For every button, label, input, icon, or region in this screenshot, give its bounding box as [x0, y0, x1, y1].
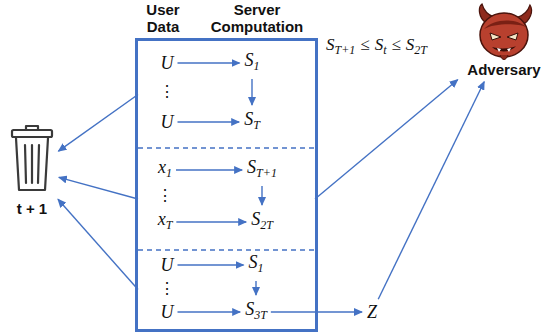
subscript: 3T: [254, 308, 267, 322]
trash-part: [38, 145, 39, 183]
trash-part: [16, 138, 48, 190]
time-label: t + 1: [8, 200, 56, 218]
eye: [507, 33, 518, 40]
math-symbol: x: [158, 209, 166, 229]
math-symbol: S: [251, 209, 260, 229]
arrow-connector: [315, 80, 458, 199]
adversary-node: Adversary: [460, 3, 548, 79]
trash-part: [25, 145, 26, 183]
math-symbol: S: [326, 35, 335, 54]
trash-node: t + 1: [8, 122, 56, 218]
arrow-connector: [59, 177, 138, 199]
relation-symbol: ≤: [360, 35, 369, 54]
subscript: T: [253, 118, 260, 132]
arrow-connector: [178, 62, 240, 63]
arrow-connector: [255, 281, 256, 295]
math-term: U: [159, 111, 176, 133]
vertical-ellipsis: ⋮: [159, 82, 175, 102]
math-symbol: U: [161, 255, 174, 275]
arrow-connector: [178, 264, 244, 265]
dashed-divider: [138, 147, 315, 149]
math-symbol: S: [244, 109, 253, 129]
subscript: 1: [258, 261, 264, 275]
subscript: T: [166, 218, 173, 232]
subscript: T+1: [256, 166, 277, 180]
math-symbol: U: [161, 112, 174, 132]
trash-part: [12, 130, 52, 137]
brow: [484, 20, 526, 29]
math-symbol: S: [249, 252, 258, 272]
math-term: S3T: [243, 298, 269, 326]
adversary-icon: [472, 3, 536, 61]
arrow-connector: [176, 221, 246, 222]
arrow-connector: [251, 79, 252, 105]
subscript: T+1: [335, 43, 356, 57]
math-symbol: S: [247, 157, 256, 177]
column-header: User Data: [136, 1, 190, 35]
mouth: [492, 46, 516, 51]
subscript: 2T: [414, 43, 427, 57]
adversary-label: Adversary: [460, 61, 548, 79]
math-term: ST: [242, 108, 262, 136]
column-header: Server Computation: [198, 1, 316, 35]
math-term: S2T: [249, 208, 275, 236]
inequality-label: ST+1≤St≤S2T: [326, 34, 427, 61]
relation-symbol: ≤: [391, 35, 400, 54]
arrow-connector: [178, 121, 240, 122]
math-term: S1: [243, 49, 262, 77]
arrow-connector: [58, 95, 138, 152]
math-term: U: [159, 301, 176, 323]
math-symbol: U: [161, 53, 174, 73]
arrow-connector: [178, 311, 241, 312]
trash-part: [31, 145, 33, 183]
math-symbol: S: [375, 35, 384, 54]
arrow-connector: [261, 186, 262, 205]
vertical-ellipsis: ⋮: [157, 186, 173, 206]
arrow-connector: [176, 169, 242, 170]
math-term: Z: [365, 301, 379, 323]
math-term: x1: [156, 156, 174, 184]
arrow-connector: [378, 82, 484, 300]
subscript: t: [383, 43, 386, 57]
eye: [490, 33, 501, 40]
math-symbol: S: [406, 35, 415, 54]
math-term: S1: [247, 251, 266, 279]
math-symbol: x: [158, 157, 166, 177]
math-symbol: S: [245, 299, 254, 319]
subscript: 2T: [260, 218, 273, 232]
subscript: 1: [254, 59, 260, 73]
math-symbol: S: [245, 50, 254, 70]
trash-can-icon: [8, 122, 56, 194]
math-term: U: [159, 52, 176, 74]
math-symbol: Z: [367, 302, 377, 322]
chin: [500, 55, 508, 60]
math-symbol: U: [161, 302, 174, 322]
head: [480, 13, 528, 57]
math-term: ST+1: [245, 156, 279, 184]
math-term: U: [159, 254, 176, 276]
vertical-ellipsis: ⋮: [159, 279, 175, 299]
subscript: 1: [166, 166, 172, 180]
teeth: [497, 48, 511, 52]
dashed-divider: [138, 249, 315, 251]
arrow-connector: [58, 199, 138, 289]
math-term: xT: [156, 208, 175, 236]
